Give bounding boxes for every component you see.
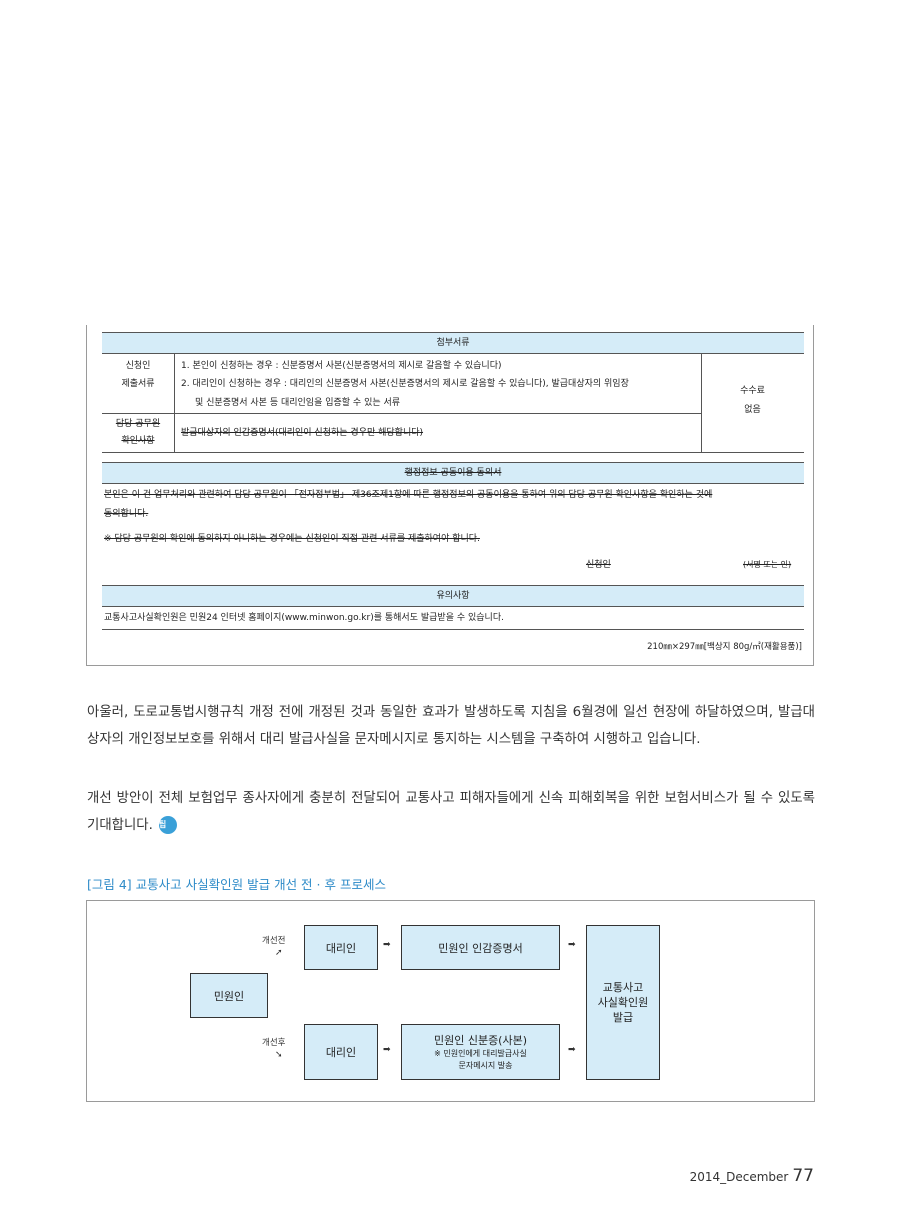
- divider: [102, 629, 804, 630]
- result-line-2: 사실확인원: [597, 996, 649, 1009]
- officer-text: 발급대상자의 인감증명서(대리인이 신청하는 경우만 해당합니다): [181, 428, 424, 438]
- applicant-doc-line-3: 및 신분증명서 사본 등 대리인임을 입증할 수 있는 서류: [195, 398, 401, 408]
- attach-header: 첨부서류: [102, 332, 804, 354]
- before-doc-box: 민원인 인감증명서: [401, 925, 560, 970]
- after-doc-box: 민원인 신분증(사본) ※ 민원인에게 대리발급사실 문자메시지 발송: [401, 1024, 560, 1080]
- consent-text-2: 동의합니다.: [104, 509, 149, 519]
- consent-header: 행정정보 공동이용 동의서: [102, 462, 804, 484]
- paragraph-2: 개선 방안이 전체 보험업무 종사자에게 충분히 전달되어 교통사고 피해자들에…: [87, 785, 815, 839]
- result-line-1: 교통사고: [602, 981, 644, 994]
- applicant-doc-line-1: 1. 본인이 신청하는 경우 : 신분증명서 사본(신분증명서의 제시로 갈음할…: [181, 361, 502, 371]
- arrow-up-right-icon: ➚: [275, 948, 283, 958]
- page-number: 77: [792, 1166, 814, 1186]
- divider: [701, 353, 702, 452]
- after-label: 개선후: [262, 1038, 286, 1048]
- arrow-right-icon: ➡: [568, 940, 576, 950]
- officer-label-1: 담당 공무원: [115, 419, 161, 429]
- applicant-docs-label-1: 신청인: [125, 361, 151, 371]
- notice-text: 교통사고사실확인원은 민원24 인터넷 홈페이지(www.minwon.go.k…: [104, 613, 504, 623]
- fee-value: 없음: [744, 405, 761, 415]
- before-label: 개선전: [262, 936, 286, 946]
- arrow-right-icon: ➡: [383, 1045, 391, 1055]
- paragraph-1: 아울러, 도로교통법시행규칙 개정 전에 개정된 것과 동일한 효과가 발생하도…: [87, 705, 815, 747]
- applicant-doc-line-2: 2. 대리인이 신청하는 경우 : 대리인의 신분증명서 사본(신분증명서의 제…: [181, 379, 629, 389]
- divider: [174, 353, 175, 452]
- paper-spec: 210㎜×297㎜[백상지 80g/㎡(재활용품)]: [647, 642, 802, 652]
- officer-label-2: 확인사항: [121, 436, 155, 446]
- figure-title: [그림 4] 교통사고 사실확인원 발급 개선 전 · 후 프로세스: [87, 877, 386, 892]
- form-excerpt: [86, 325, 814, 666]
- issue-label: 2014_December: [689, 1170, 789, 1184]
- result-box: 교통사고 사실확인원 발급: [586, 925, 660, 1080]
- applicant-docs-label-2: 제출서류: [121, 379, 155, 389]
- fee-label: 수수료: [740, 386, 765, 396]
- divider: [102, 413, 701, 414]
- signature-label: (서명 또는 인): [743, 560, 792, 569]
- arrow-right-icon: ➡: [568, 1045, 576, 1055]
- after-doc-note-1: ※ 민원인에게 대리발급사실: [434, 1049, 527, 1058]
- signer-label: 신청인: [586, 560, 611, 570]
- process-diagram: [86, 900, 815, 1102]
- citizen-box: 민원인: [190, 973, 268, 1018]
- agent-box-after: 대리인: [304, 1024, 378, 1080]
- arrow-down-right-icon: ➘: [275, 1050, 283, 1060]
- result-line-3: 발급: [612, 1011, 634, 1024]
- paragraph-2-text: 개선 방안이 전체 보험업무 종사자에게 충분히 전달되어 교통사고 피해자들에…: [87, 791, 815, 833]
- after-doc-title: 민원인 신분증(사본): [433, 1034, 528, 1047]
- after-doc-note-2: 문자메시지 발송: [458, 1061, 513, 1070]
- agent-box-before: 대리인: [304, 925, 378, 970]
- divider: [102, 452, 804, 453]
- consent-note: ※ 담당 공무원의 확인에 동의하지 아니하는 경우에는 신청인이 직접 관련 …: [104, 534, 480, 544]
- notice-header: 유의사항: [102, 585, 804, 607]
- arrow-right-icon: ➡: [383, 940, 391, 950]
- tip-icon: 팁: [158, 816, 177, 834]
- consent-text-1: 본인은 이 건 업무처리와 관련하여 담당 공무원이 「전자정부법」 제36조제…: [104, 490, 713, 500]
